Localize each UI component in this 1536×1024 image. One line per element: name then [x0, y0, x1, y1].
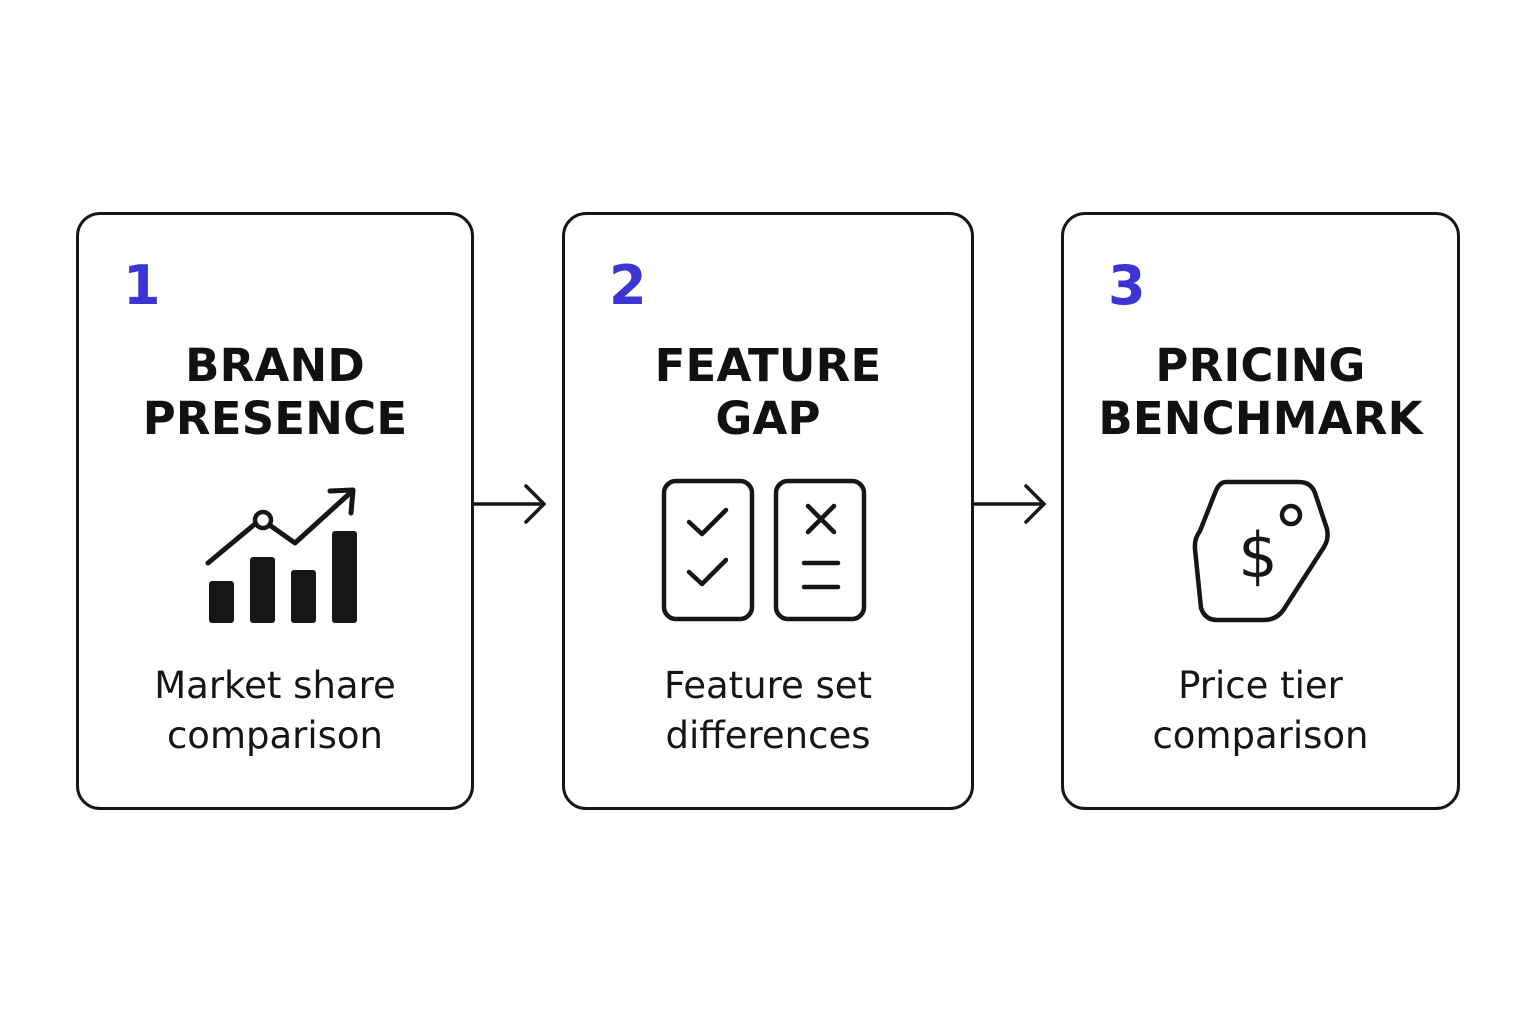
step-card-brand-presence: 1 BRAND PRESENCE Market share comparison: [76, 212, 474, 810]
step-description-line: Price tier: [1178, 664, 1343, 707]
step-description: Price tier comparison: [1064, 661, 1457, 761]
step-title: BRAND PRESENCE: [79, 339, 471, 445]
step-title-line: BENCHMARK: [1098, 392, 1423, 445]
step-card-feature-gap: 2 FEATURE GAP Feature set differences: [562, 212, 974, 810]
step-description: Market share comparison: [79, 661, 471, 761]
svg-text:$: $: [1238, 519, 1277, 592]
step-description-line: differences: [665, 714, 871, 757]
step-card-pricing-benchmark: 3 PRICING BENCHMARK $ Price tier compari…: [1061, 212, 1460, 810]
growth-chart-icon: [205, 487, 357, 623]
step-description: Feature set differences: [565, 661, 971, 761]
step-title-line: FEATURE: [654, 339, 882, 392]
step-title-line: GAP: [715, 392, 821, 445]
step-number: 1: [123, 254, 161, 317]
step-description-line: comparison: [166, 714, 384, 757]
step-description-line: comparison: [1152, 714, 1369, 757]
step-title: PRICING BENCHMARK: [1064, 339, 1457, 445]
step-title-line: BRAND: [185, 339, 365, 392]
step-description-line: Market share: [154, 664, 396, 707]
arrow-right-icon: [972, 484, 1046, 524]
step-description-line: Feature set: [663, 664, 873, 707]
step-title-line: PRICING: [1155, 339, 1366, 392]
step-title: FEATURE GAP: [565, 339, 971, 445]
step-number: 3: [1108, 254, 1146, 317]
price-tag-icon: $: [1192, 479, 1330, 623]
step-title-line: PRESENCE: [142, 392, 408, 445]
step-number: 2: [609, 254, 647, 317]
arrow-right-icon: [472, 484, 546, 524]
checklist-comparison-icon: [661, 478, 867, 622]
